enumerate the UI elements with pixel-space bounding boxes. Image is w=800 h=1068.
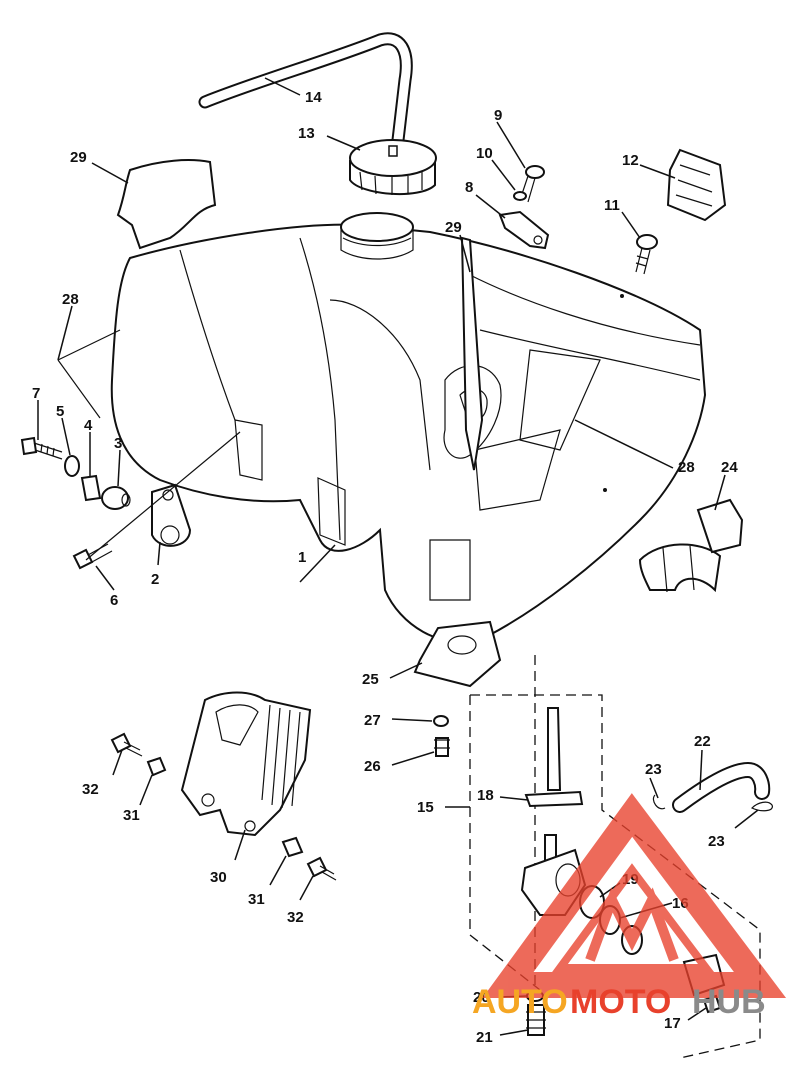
label-21: 21 [476,1029,493,1046]
hose-clip-23-upper [652,794,666,810]
label-17: 17 [664,1015,681,1032]
nut-31-right [281,836,304,858]
label-4: 4 [84,417,93,434]
hose-clip-23-lower [750,801,773,812]
label-28-right: 28 [678,459,695,476]
label-25: 25 [362,671,379,688]
label-18: 18 [477,787,494,804]
washer-10 [513,191,527,201]
bracket-2 [151,483,192,547]
label-6: 6 [110,592,118,609]
label-23-upper: 23 [645,761,662,778]
label-29-center: 29 [445,219,462,236]
label-3: 3 [114,435,122,452]
tank-bracket-25 [413,620,502,688]
rear-damper-24 [638,498,744,593]
label-32-left: 32 [82,781,99,798]
bolt-7 [20,436,63,460]
washer-5 [64,455,80,477]
label-7: 7 [32,385,40,402]
label-32-right: 32 [287,909,304,926]
label-11: 11 [604,197,620,214]
label-28-left: 28 [62,291,79,308]
label-13: 13 [298,125,315,142]
screw-11 [635,234,658,275]
breather-hose [198,32,413,147]
label-31-right: 31 [248,891,265,908]
bracket-8 [498,210,550,250]
label-30: 30 [210,869,227,886]
label-27: 27 [364,712,381,729]
label-29-left: 29 [70,149,87,166]
label-5: 5 [56,403,64,420]
decal-center-stripe [460,236,484,471]
label-9: 9 [494,107,502,124]
label-22: 22 [694,733,711,750]
watermark-word-moto: MOTO [570,983,671,1021]
label-23-lower: 23 [708,833,725,850]
label-15: 15 [417,799,434,816]
heat-shield-30 [180,691,312,837]
label-1: 1 [298,549,306,566]
label-24: 24 [721,459,738,476]
screw-9 [519,165,545,203]
tank-cover-piece [666,148,727,222]
nut-31-left [146,756,167,777]
leader-line-front [85,431,241,561]
label-14: 14 [305,89,322,106]
bolt-32-right [306,856,337,881]
damper-lead-left [57,329,121,419]
watermark-word-auto: AUTO [472,983,568,1021]
label-12: 12 [622,152,639,169]
decal-left [116,159,217,250]
watermark-logo [482,793,787,998]
label-10: 10 [476,145,493,162]
fuel-tank [110,212,707,644]
fuel-cock-box [469,655,761,1059]
bolt-32-left [110,732,143,757]
bolt-26 [434,737,450,757]
watermark-word-hub: HUB [692,983,766,1021]
bolt-6 [72,543,113,570]
fuel-hose-22 [672,761,771,813]
watermark-text: AUTO MOTO HUB [472,983,766,1021]
label-2: 2 [151,571,159,588]
drain-bolt-21 [526,1004,546,1036]
damper-3 [101,486,131,510]
label-8: 8 [465,179,473,196]
label-26: 26 [364,758,381,775]
label-31-left: 31 [123,807,140,824]
collar-4 [80,474,102,502]
fuel-cap [349,139,437,196]
washer-27 [433,715,449,727]
label-20: 20 [473,989,490,1006]
